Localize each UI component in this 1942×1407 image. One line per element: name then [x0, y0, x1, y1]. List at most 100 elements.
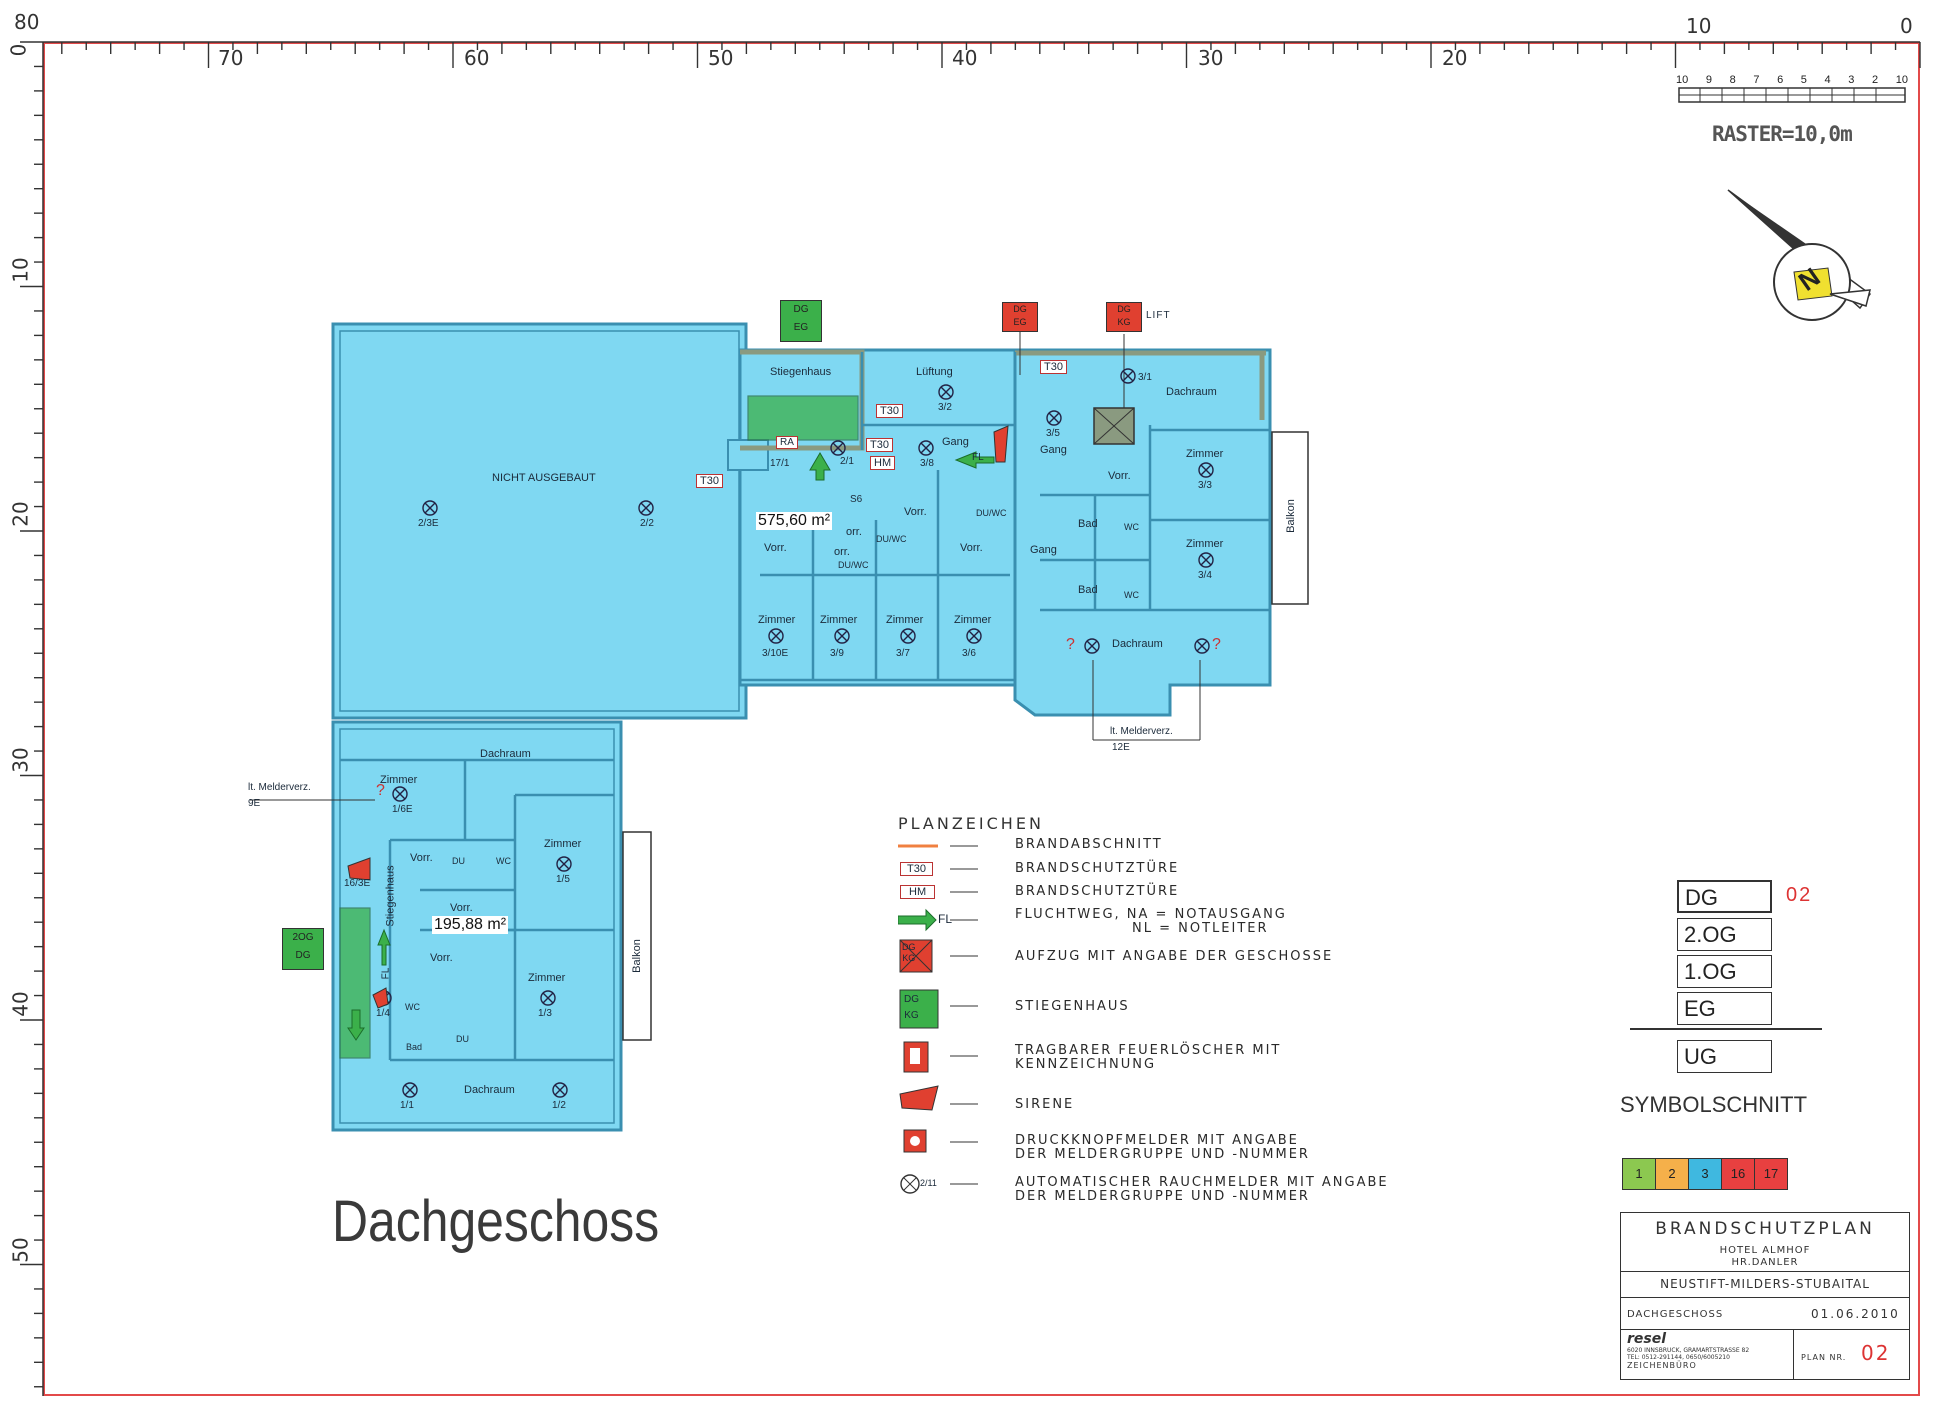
tb-divider [1621, 1271, 1909, 1272]
floor-box-2og: 2.OG [1677, 918, 1772, 951]
detector-label: 3/8 [920, 458, 934, 469]
smoke-detector-icon [540, 990, 556, 1006]
question-mark: ? [1066, 636, 1075, 653]
tb-date: 01.06.2010 [1811, 1307, 1900, 1321]
detector-label: 1/2 [552, 1100, 566, 1111]
room-label: WC [1124, 522, 1139, 532]
room-label: Zimmer [1186, 538, 1224, 550]
t30-marker: T30 [1040, 360, 1067, 374]
detector-label: 3/4 [1198, 570, 1212, 581]
smoke-detector-icon [900, 628, 916, 644]
melder-ref: 12E [1112, 742, 1130, 753]
room-label: Zimmer [1186, 448, 1224, 460]
legend-symbol-stair: DG KG [904, 992, 919, 1024]
smoke-detector-icon [768, 628, 784, 644]
room-label: WC [1124, 590, 1139, 600]
ruler-top-60: 60 [464, 46, 490, 70]
tb-address2: TEL: 0512-291144, 0650/6005210 [1627, 1354, 1730, 1361]
tb-plan-no: 02 [1861, 1341, 1891, 1365]
floor-box-dg: DG [1677, 880, 1772, 913]
legend-symbol-t30: T30 [900, 862, 933, 876]
legend-text: SIRENE [1015, 1097, 1075, 1112]
legend-title: PLANZEICHEN [898, 814, 1044, 833]
smoke-detector-icon [638, 500, 654, 516]
room-label: DU [456, 1034, 469, 1044]
smoke-detector-icon [392, 786, 408, 802]
lift-box-2: DG KG [1106, 302, 1142, 332]
tb-hotel: HOTEL ALMHOF [1719, 1245, 1811, 1256]
detector-label: 3/1 [1138, 372, 1152, 383]
stair-box-top: DG EG [780, 300, 822, 342]
group-color: 1 [1623, 1159, 1656, 1189]
room-label: DU/WC [876, 534, 907, 544]
area-label-upper: 575,60 m² [756, 512, 833, 530]
detector-label: 2/3E [418, 518, 439, 529]
room-label: DU/WC [838, 560, 869, 570]
room-label: WC [405, 1002, 420, 1012]
room-label: Lüftung [916, 366, 953, 378]
smoke-detector-icon [1194, 638, 1210, 654]
tb-divider [1621, 1329, 1909, 1330]
detector-label: 1/5 [556, 874, 570, 885]
smoke-detector-icon [1084, 638, 1100, 654]
detector-label: 1/4 [376, 1008, 390, 1019]
ground-line [1630, 1028, 1822, 1030]
detector-label: 3/2 [938, 402, 952, 413]
room-label: Vorr. [430, 952, 453, 964]
ruler-top-50: 50 [708, 46, 734, 70]
ruler-top-10: 10 [1686, 14, 1712, 38]
smoke-detector-icon [556, 856, 572, 872]
group-color: 17 [1755, 1159, 1787, 1189]
t30-marker: T30 [876, 404, 903, 418]
scale-num: 6 [1777, 74, 1784, 86]
fl-marker: FL [972, 452, 984, 463]
scale-bar [1678, 87, 1906, 103]
lift-sym-1: DG [902, 942, 916, 952]
legend-symbol-hm: HM [900, 885, 936, 899]
scale-num: 8 [1729, 74, 1736, 86]
smoke-detector-icon [552, 1082, 568, 1098]
room-label: Vorr. [960, 542, 983, 554]
tb-location: NEUSTIFT-MILDERS-STUBAITAL [1660, 1277, 1870, 1291]
ra-marker: RA [776, 436, 798, 449]
room-label: Zimmer [820, 614, 858, 626]
smoke-detector-icon [834, 628, 850, 644]
melder-ref: lt. Melderverz. [248, 782, 311, 793]
current-floor-code: 02 [1786, 884, 1813, 906]
room-label: Vorr. [764, 542, 787, 554]
stair-sym-2: KG [904, 1010, 919, 1021]
legend-text: AUTOMATISCHER RAUCHMELDER MIT ANGABE [1015, 1175, 1389, 1190]
legend-text: FLUCHTWEG, NA = NOTAUSGANG [1015, 907, 1287, 922]
scale-num: 10 [1676, 74, 1689, 86]
room-label: Stiegenhaus [384, 865, 397, 927]
smoke-detector-icon [918, 440, 934, 456]
legend-text: KENNZEICHNUNG [1015, 1057, 1157, 1072]
t30-marker: T30 [696, 474, 723, 488]
detector-label: 17/1 [770, 458, 790, 469]
ruler-top-0: 0 [1900, 14, 1913, 38]
legend-symbol-lift: DG KG [902, 942, 916, 964]
room-label: NICHT AUSGEBAUT [492, 472, 596, 484]
legend-text: BRANDSCHUTZTÜRE [1015, 884, 1180, 899]
room-label: Vorr. [450, 902, 473, 914]
melder-ref: lt. Melderverz. [1110, 726, 1173, 737]
room-label: Zimmer [758, 614, 796, 626]
smoke-detector-icon [1198, 462, 1214, 478]
room-label: Zimmer [954, 614, 992, 626]
room-label: orr. [834, 546, 850, 558]
stair-top-2: EG [793, 322, 809, 333]
legend-text: DER MELDERGRUPPE UND -NUMMER [1015, 1189, 1310, 1204]
smoke-detector-icon [1046, 410, 1062, 426]
ruler-top-30: 30 [1198, 46, 1224, 70]
detector-label: 3/9 [830, 648, 844, 659]
tb-title: BRANDSCHUTZPLAN [1655, 1219, 1875, 1239]
smoke-detector-icon [1120, 368, 1136, 384]
smoke-detector-icon [938, 384, 954, 400]
scale-num: 5 [1800, 74, 1807, 86]
hm-marker: HM [870, 456, 896, 470]
floor-box-ug: UG [1677, 1040, 1772, 1073]
scale-num: 7 [1753, 74, 1760, 86]
lift1-bottom: EG [1013, 317, 1027, 327]
lift2-top: DG [1117, 304, 1131, 314]
page-border [43, 42, 1920, 1396]
